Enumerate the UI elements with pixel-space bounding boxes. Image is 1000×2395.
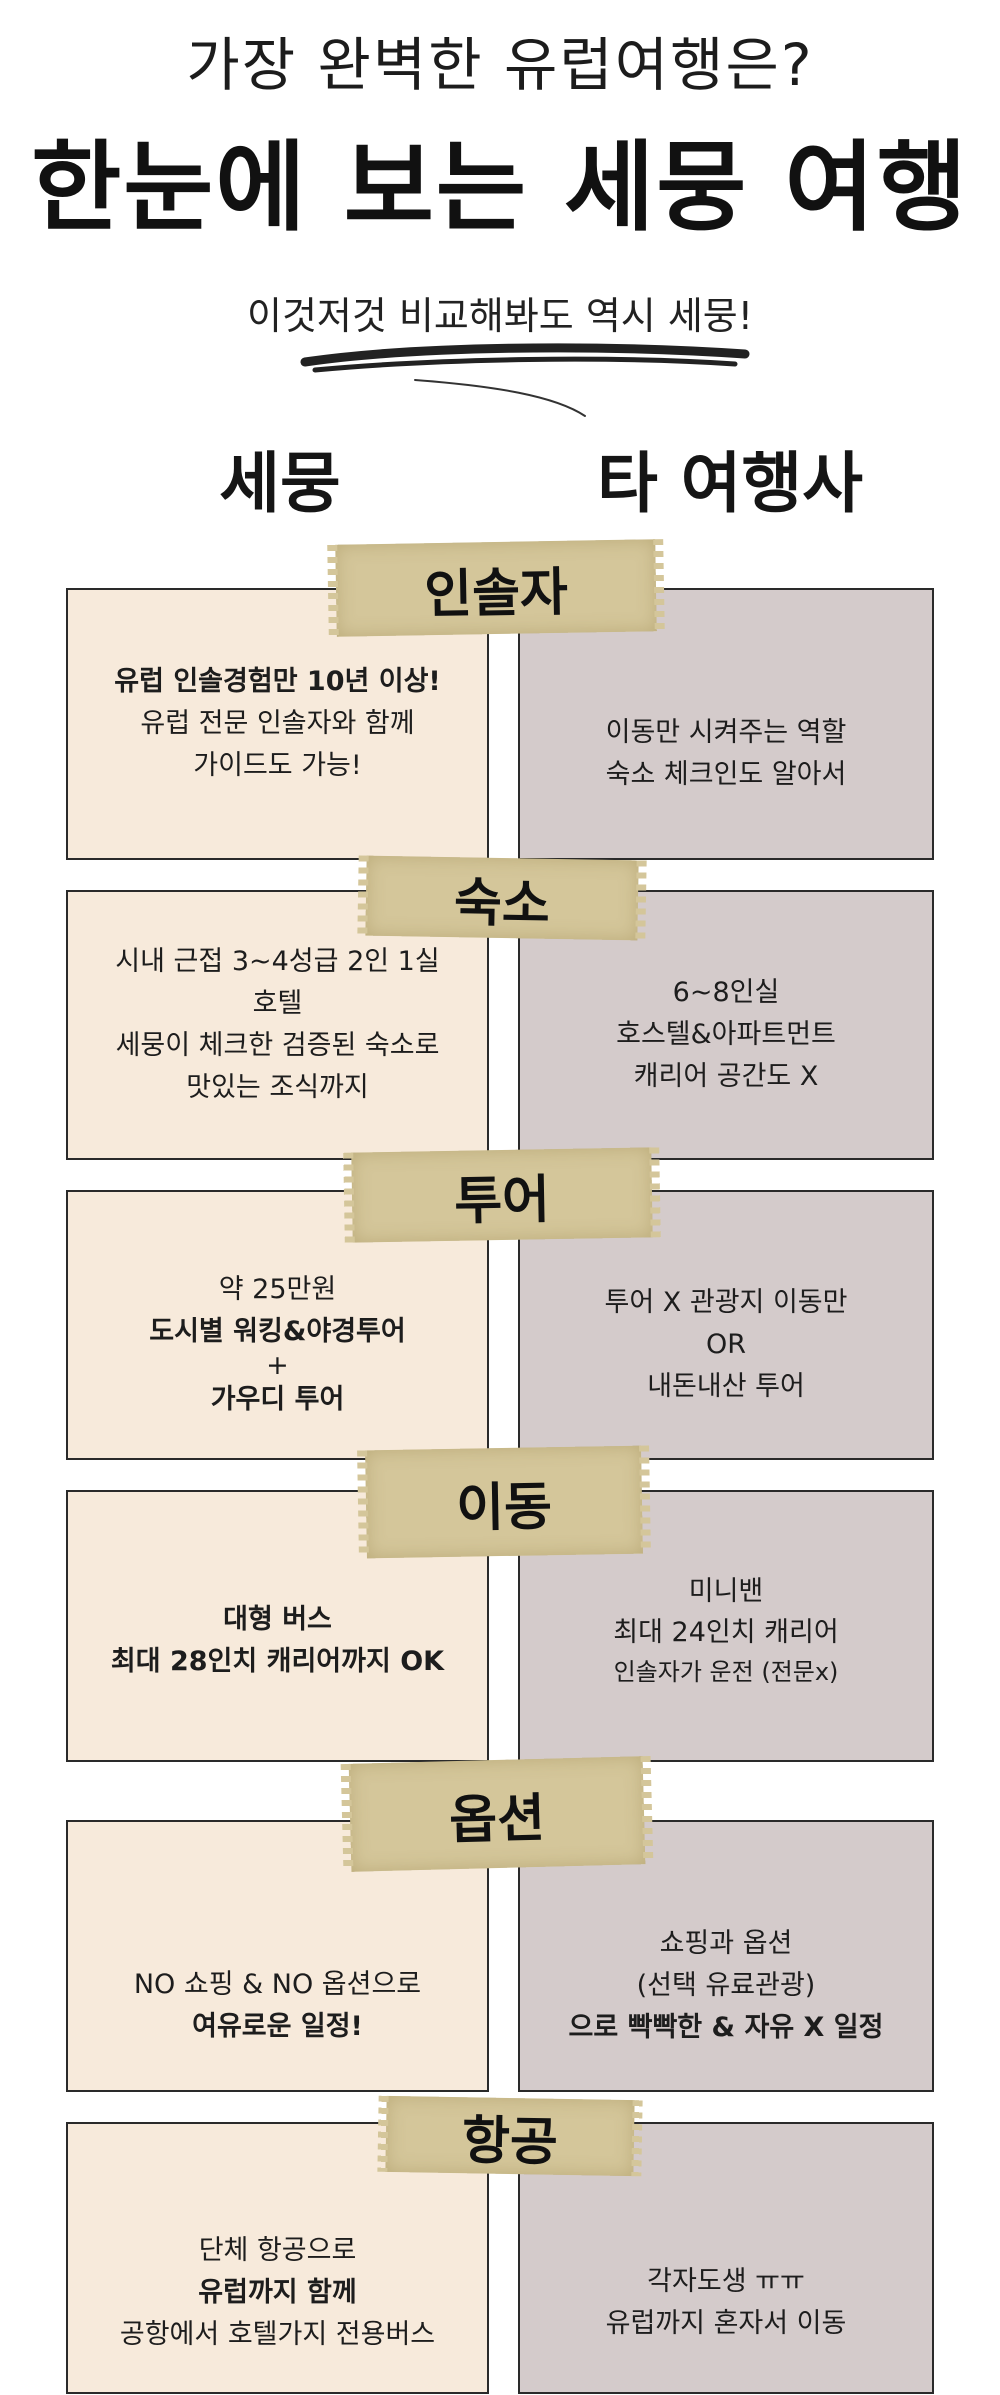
cell-line: 으로 빡빡한 & 자유 X 일정 bbox=[568, 2011, 884, 2043]
row-label: 이동 bbox=[455, 1476, 553, 1539]
column-header-semung: 세뭉 bbox=[219, 445, 341, 522]
cell-line: + bbox=[266, 1350, 289, 1382]
cell-line: 유럽 전문 인솔자와 함께 bbox=[140, 708, 415, 740]
cell-line: (선택 유료관광) bbox=[636, 1970, 816, 2002]
cell-line: 대형 버스 bbox=[223, 1604, 332, 1636]
column-header-other-agency: 타 여행사 bbox=[597, 445, 863, 522]
cell-line: 6~8인실 bbox=[672, 977, 780, 1009]
cell-line: 최대 28인치 캐리어까지 OK bbox=[110, 1646, 445, 1677]
cell-line: 유럽 인솔경험만 10년 이상! bbox=[114, 666, 441, 698]
row-label-tape: 숙소 bbox=[365, 855, 639, 941]
cell-line: 가우디 투어 bbox=[210, 1384, 345, 1416]
cell-line: 캐리어 공간도 X bbox=[633, 1060, 819, 1092]
cell-line: 약 25만원 bbox=[218, 1273, 337, 1305]
brush-stroke-decoration bbox=[300, 343, 750, 417]
cell-line: 이동만 시켜주는 역할 bbox=[605, 717, 847, 749]
row-label-tape: 항공 bbox=[385, 2095, 635, 2177]
cell-line: 인솔자가 운전 (전문x) bbox=[613, 1658, 839, 1687]
row-label-tape: 옵션 bbox=[348, 1756, 646, 1872]
row-label-tape: 인솔자 bbox=[335, 539, 657, 637]
semung-cell: 시내 근접 3~4성급 2인 1실 호텔 세뭉이 체크한 검증된 숙소로 맛있는… bbox=[66, 890, 489, 1160]
other-agency-cell: 이동만 시켜주는 역할 숙소 체크인도 알아서 bbox=[518, 588, 934, 860]
cell-line: 유럽까지 혼자서 이동 bbox=[605, 2308, 847, 2339]
cell-line: 숙소 체크인도 알아서 bbox=[605, 759, 847, 790]
cell-line: 가이드도 가능! bbox=[193, 749, 362, 781]
cell-line: NO 쇼핑 & NO 옵션으로 bbox=[133, 1969, 422, 2001]
row-label: 투어 bbox=[453, 1169, 551, 1232]
cell-line: 쇼핑과 옵션 bbox=[659, 1928, 793, 1960]
tagline: 이것저것 비교해봐도 역시 세뭉! bbox=[247, 294, 753, 338]
row-label: 인솔자 bbox=[423, 562, 569, 625]
row-label: 숙소 bbox=[453, 872, 551, 935]
cell-line: 단체 항공으로 bbox=[198, 2235, 357, 2267]
cell-line: 시내 근접 3~4성급 2인 1실 bbox=[115, 946, 440, 978]
cell-line: 맛있는 조식까지 bbox=[186, 1071, 369, 1103]
row-label-tape: 투어 bbox=[351, 1147, 653, 1243]
cell-line: 공항에서 호텔가지 전용버스 bbox=[119, 2318, 436, 2350]
cell-line: 각자도생 ㅠㅠ bbox=[647, 2266, 805, 2298]
cell-line: 최대 24인치 캐리어 bbox=[613, 1617, 839, 1649]
cell-line: 투어 X 관광지 이동만 bbox=[604, 1287, 848, 1319]
cell-line: 내돈내산 투어 bbox=[647, 1370, 805, 1402]
row-label: 항공 bbox=[461, 2110, 559, 2173]
cell-line: 도시별 워킹&야경투어 bbox=[149, 1315, 406, 1347]
cell-line: 호텔 bbox=[252, 988, 303, 1020]
row-label-tape: 이동 bbox=[365, 1445, 643, 1559]
cell-line: 호스텔&아파트먼트 bbox=[616, 1019, 836, 1051]
page-title: 한눈에 보는 세뭉 여행 bbox=[31, 131, 969, 245]
cell-line: 세뭉이 체크한 검증된 숙소로 bbox=[115, 1030, 440, 1061]
row-label: 옵션 bbox=[448, 1788, 546, 1851]
cell-line: OR bbox=[705, 1329, 746, 1361]
cell-line: 유럽까지 함께 bbox=[198, 2277, 357, 2309]
cell-line: 여유로운 일정! bbox=[192, 2011, 363, 2042]
subtitle-top: 가장 완벽한 유럽여행은? bbox=[186, 31, 814, 99]
cell-line: 미니밴 bbox=[688, 1575, 764, 1607]
semung-cell: 단체 항공으로 유럽까지 함께 공항에서 호텔가지 전용버스 bbox=[66, 2122, 489, 2394]
